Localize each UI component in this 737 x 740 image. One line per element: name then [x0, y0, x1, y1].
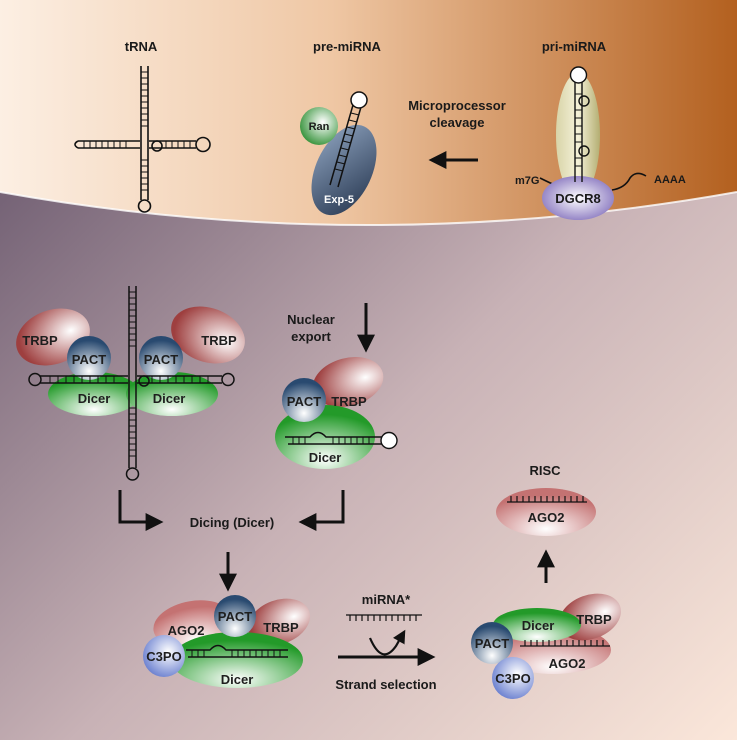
c3po-label-left: C3PO — [146, 649, 181, 664]
trbp-label-bottom: TRBP — [263, 620, 299, 635]
trbp-protein-mid — [312, 357, 384, 407]
exp5-label: Exp-5 — [324, 194, 354, 206]
dicer-protein-bottom — [171, 632, 303, 688]
dicer-label-right: Dicer — [153, 391, 186, 406]
dicer-label-bottom: Dicer — [221, 672, 254, 687]
pri-mirna-label: pri-miRNA — [542, 39, 607, 54]
pact-protein-mid — [282, 378, 326, 422]
nuclear-envelope — [0, 191, 737, 226]
pact-protein-bottom-right — [471, 622, 513, 664]
dicing-arrow-right — [298, 490, 345, 531]
strand-selection-label: Strand selection — [335, 677, 436, 692]
trna-structure — [74, 66, 211, 213]
pact-label-right: PACT — [144, 352, 178, 367]
pri-mirna-hairpin — [569, 66, 590, 182]
polya-label: AAAA — [654, 174, 686, 186]
dicer-label-bottom-right: Dicer — [522, 618, 555, 633]
mirna-star-label: miRNA* — [362, 592, 411, 607]
pact-protein-right — [139, 336, 183, 380]
cleavage-label: cleavage — [430, 115, 485, 130]
pact-label-mid: PACT — [287, 394, 321, 409]
cap-label: m7G — [515, 175, 539, 187]
dgcr8-protein — [542, 176, 614, 220]
ran-label: Ran — [309, 121, 330, 133]
trbp-label-right: TRBP — [201, 333, 237, 348]
exp5-protein — [311, 124, 377, 216]
c3po-protein-left — [143, 635, 185, 677]
guide-strand-risc — [507, 496, 587, 503]
mirna-star-strand — [346, 614, 422, 621]
dicer-protein-bottom-right — [493, 608, 581, 642]
trbp-protein-right — [171, 306, 245, 364]
trbp-label-mid: TRBP — [331, 394, 367, 409]
pre-mirna-hairpin — [329, 91, 368, 188]
pre-mirna-dicer-hairpin — [285, 431, 398, 450]
c3po-label-right: C3PO — [495, 671, 530, 686]
trbp-protein-bottom — [248, 598, 310, 646]
pre-mirna-label: pre-miRNA — [313, 39, 382, 54]
nucleus-background — [0, 0, 737, 225]
dicing-arrow-left — [118, 490, 164, 531]
pact-label-bottom-right: PACT — [475, 636, 509, 651]
export-label: export — [291, 329, 331, 344]
dicing-label: Dicing (Dicer) — [190, 515, 275, 530]
trna-cytoplasm-structure — [28, 286, 235, 481]
trna-label: tRNA — [125, 39, 158, 54]
microprocessor-label: Microprocessor — [408, 98, 506, 113]
drosha-protein — [556, 73, 600, 197]
mirna-duplex-bottom — [186, 644, 288, 658]
dicer-label-left: Dicer — [78, 391, 111, 406]
guide-strand-bottom-right — [520, 640, 610, 647]
pact-protein-bottom — [214, 595, 256, 637]
ago2-label-right: AGO2 — [549, 656, 586, 671]
dgcr8-label: DGCR8 — [555, 191, 601, 206]
ran-protein — [300, 107, 338, 145]
nuclear-export-label: Nuclear — [287, 312, 335, 327]
pact-protein-left — [67, 336, 111, 380]
c3po-protein-right — [492, 657, 534, 699]
trbp-label-left: TRBP — [22, 333, 58, 348]
risc-label: RISC — [529, 463, 561, 478]
pact-label-left: PACT — [72, 352, 106, 367]
pact-label-bottom: PACT — [218, 609, 252, 624]
ago2-label-left: AGO2 — [168, 623, 205, 638]
trbp-label-bottom-right: TRBP — [576, 612, 612, 627]
strand-ejection-arrow — [368, 629, 406, 656]
ago2-label-risc: AGO2 — [528, 510, 565, 525]
dicer-label-mid: Dicer — [309, 450, 342, 465]
